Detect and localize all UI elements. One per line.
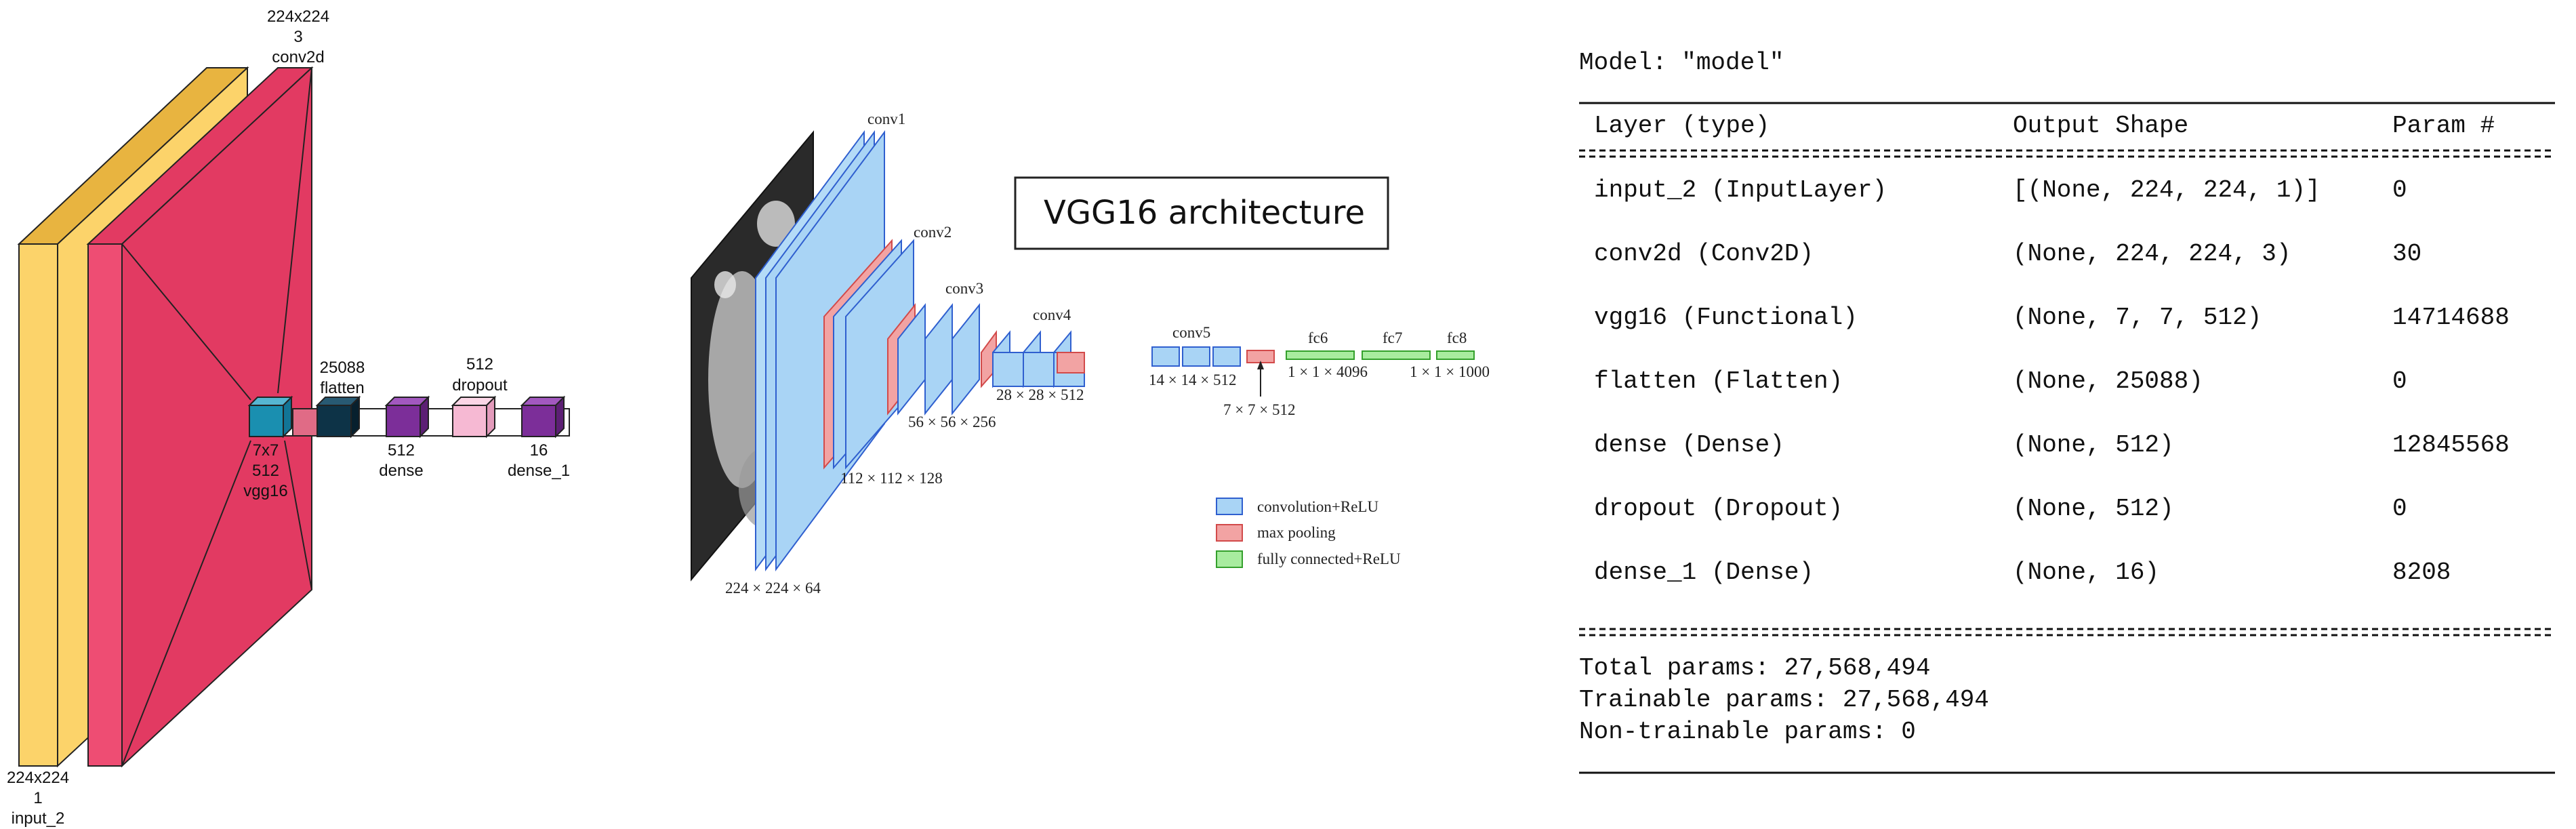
legend-swatch-conv bbox=[1216, 498, 1243, 515]
total-params: Total params: 27,568,494 bbox=[1579, 654, 1930, 682]
header-layer: Layer (type) bbox=[1594, 112, 1770, 140]
dim-7-label: 7 × 7 × 512 bbox=[1223, 401, 1295, 418]
conv2d-size-label: 224x224 bbox=[267, 7, 329, 26]
dim-224-label: 224 × 224 × 64 bbox=[725, 580, 821, 597]
flatten-layer-block bbox=[315, 395, 361, 439]
title-box bbox=[1014, 176, 1389, 250]
row-params-dense: 12845568 bbox=[2392, 431, 2510, 459]
vgg16-svg: VGG16 architecture conv1 conv2 conv3 con… bbox=[691, 110, 1490, 597]
dense-layer-block bbox=[384, 395, 430, 439]
dim-112-label: 112 × 112 × 128 bbox=[840, 470, 943, 487]
vgg16-size-label: 7x7 bbox=[253, 441, 279, 460]
dim-28-label: 28 × 28 × 512 bbox=[996, 386, 1084, 403]
fc-layers bbox=[1286, 350, 1475, 360]
pool4-block bbox=[1057, 352, 1085, 373]
model-name-line: Model: "model" bbox=[1579, 49, 1784, 77]
fc7-label: fc7 bbox=[1383, 329, 1402, 346]
row-shape-input: [(None, 224, 224, 1)] bbox=[2013, 176, 2321, 204]
row-layer-input: input_2 (InputLayer) bbox=[1594, 176, 1887, 204]
keras-layer-diagram: 224x224 3 conv2d 25088 flatten 512 dropo… bbox=[0, 0, 610, 829]
non-trainable-params: Non-trainable params: 0 bbox=[1579, 718, 1916, 746]
row-layer-vgg16: vgg16 (Functional) bbox=[1594, 304, 1858, 331]
conv4-label: conv4 bbox=[1033, 306, 1071, 323]
row-shape-dense: (None, 512) bbox=[2013, 431, 2174, 459]
legend-label-fc: fully connected+ReLU bbox=[1257, 550, 1401, 567]
conv2d-channels-label: 3 bbox=[293, 28, 302, 46]
dropout-layer-block bbox=[451, 395, 497, 439]
dense1-layer-block bbox=[520, 395, 566, 439]
summary-rows: input_2 (InputLayer) [(None, 224, 224, 1… bbox=[1594, 176, 2510, 586]
header-params: Param # bbox=[2392, 112, 2495, 140]
row-layer-dropout: dropout (Dropout) bbox=[1594, 495, 1843, 523]
row-shape-dense1: (None, 16) bbox=[2013, 559, 2159, 586]
dense1-name-label: dense_1 bbox=[508, 462, 570, 480]
dropout-name-label: dropout bbox=[452, 376, 508, 395]
input-channels-label: 1 bbox=[33, 789, 42, 807]
dim-56-label: 56 × 56 × 256 bbox=[908, 413, 996, 430]
conv2-label: conv2 bbox=[914, 224, 952, 241]
legend-swatch-pool bbox=[1216, 524, 1243, 542]
dim-1000-label: 1 × 1 × 1000 bbox=[1410, 363, 1490, 380]
row-shape-dropout: (None, 512) bbox=[2013, 495, 2174, 523]
row-params-dense1: 8208 bbox=[2392, 559, 2451, 586]
model-summary: Model: "model" Layer (type) Output Shape… bbox=[1559, 0, 2576, 829]
conv5-label: conv5 bbox=[1172, 324, 1210, 341]
header-output-shape: Output Shape bbox=[2013, 112, 2188, 140]
legend-label-conv: convolution+ReLU bbox=[1257, 498, 1378, 515]
input-name-label: input_2 bbox=[12, 809, 65, 828]
pool5-arrowhead bbox=[1257, 361, 1264, 369]
row-shape-flatten: (None, 25088) bbox=[2013, 367, 2203, 395]
dropout-size-label: 512 bbox=[466, 355, 493, 373]
vgg16-architecture-figure: VGG16 architecture conv1 conv2 conv3 con… bbox=[610, 0, 1566, 829]
row-layer-dense: dense (Dense) bbox=[1594, 431, 1784, 459]
row-params-input: 0 bbox=[2392, 176, 2407, 204]
dense-name-label: dense bbox=[379, 462, 423, 480]
fc6-label: fc6 bbox=[1308, 329, 1328, 346]
row-params-flatten: 0 bbox=[2392, 367, 2407, 395]
model-summary-svg: Model: "model" Layer (type) Output Shape… bbox=[1579, 49, 2555, 774]
conv3-block bbox=[897, 303, 980, 416]
trainable-params: Trainable params: 27,568,494 bbox=[1579, 686, 1989, 714]
row-params-conv2d: 30 bbox=[2392, 240, 2421, 268]
row-shape-conv2d: (None, 224, 224, 3) bbox=[2013, 240, 2291, 268]
conv5-block bbox=[1151, 346, 1241, 367]
dense-size-label: 512 bbox=[388, 441, 415, 460]
keras-layer-svg: 224x224 3 conv2d 25088 flatten 512 dropo… bbox=[7, 7, 570, 828]
vgg16-title: VGG16 architecture bbox=[1044, 194, 1365, 232]
row-layer-conv2d: conv2d (Conv2D) bbox=[1594, 240, 1814, 268]
row-layer-flatten: flatten (Flatten) bbox=[1594, 367, 1843, 395]
input-size-label: 224x224 bbox=[7, 769, 69, 787]
legend-swatch-fc bbox=[1216, 550, 1243, 568]
row-params-dropout: 0 bbox=[2392, 495, 2407, 523]
flatten-name-label: flatten bbox=[320, 379, 364, 397]
flatten-size-label: 25088 bbox=[320, 359, 365, 377]
conv2d-layer-block bbox=[86, 66, 314, 768]
dense1-size-label: 16 bbox=[530, 441, 548, 460]
vgg-flatten-link bbox=[292, 408, 318, 437]
fc8-block bbox=[1436, 350, 1475, 360]
legend-label-pool: max pooling bbox=[1257, 524, 1336, 541]
row-shape-vgg16: (None, 7, 7, 512) bbox=[2013, 304, 2262, 331]
row-params-vgg16: 14714688 bbox=[2392, 304, 2510, 331]
row-layer-dense1: dense_1 (Dense) bbox=[1594, 559, 1814, 586]
fc6-block bbox=[1286, 350, 1355, 360]
conv2d-name-label: conv2d bbox=[272, 48, 324, 66]
vgg16-layer-block bbox=[247, 395, 293, 439]
header-double-separator bbox=[1579, 149, 2555, 158]
dim-14-label: 14 × 14 × 512 bbox=[1149, 371, 1236, 388]
vgg16-name-label: vgg16 bbox=[243, 482, 287, 500]
dim-4096-label: 1 × 1 × 4096 bbox=[1288, 363, 1368, 380]
vgg16-channels-label: 512 bbox=[252, 462, 279, 480]
footer-double-separator bbox=[1579, 628, 2555, 636]
legend: convolution+ReLU max pooling fully conne… bbox=[1216, 498, 1401, 568]
fc7-block bbox=[1362, 350, 1431, 360]
conv3-label: conv3 bbox=[945, 280, 983, 297]
fc8-label: fc8 bbox=[1447, 329, 1467, 346]
conv1-label: conv1 bbox=[867, 110, 905, 127]
